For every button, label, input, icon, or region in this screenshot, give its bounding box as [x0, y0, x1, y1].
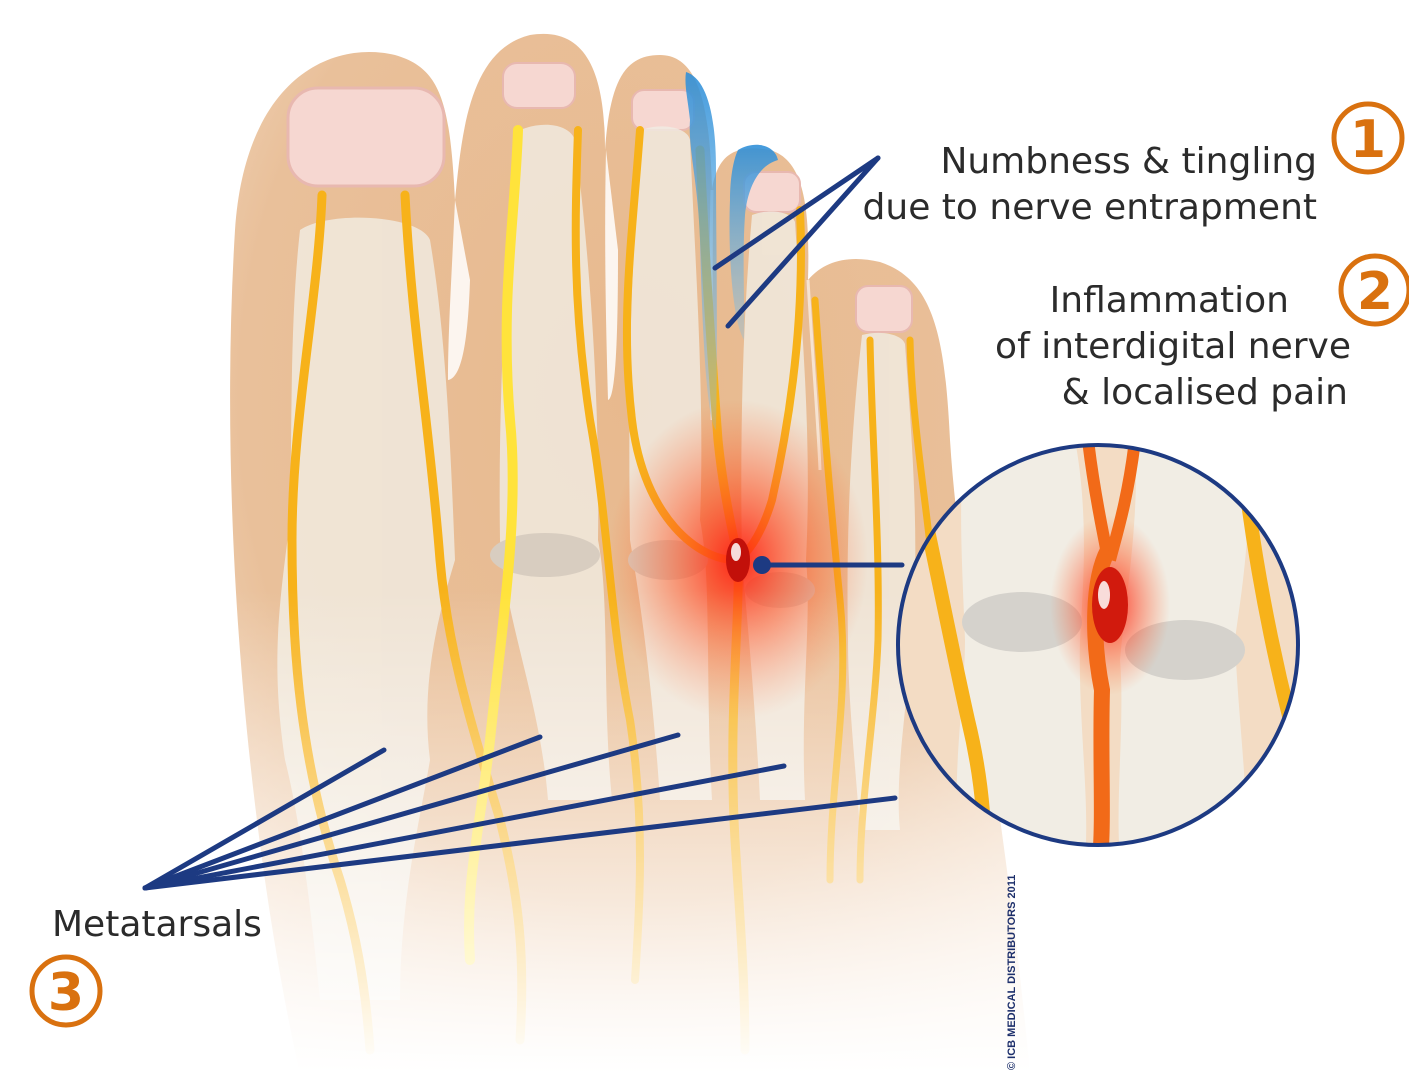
callout-3-text: Metatarsals [52, 902, 262, 948]
callout-1-line-1: Numbness & tingling [863, 139, 1317, 185]
copyright-notice: © ICB MEDICAL DISTRIBUTORS 2011 [1006, 875, 1018, 1070]
badge-3-number: 3 [48, 963, 84, 1023]
callout-2-text: Inflammation of interdigital nerve & loc… [995, 278, 1351, 416]
callout-1-line-2: due to nerve entrapment [863, 185, 1317, 231]
badge-2-number: 2 [1357, 262, 1393, 322]
callout-2-line-3: & localised pain [995, 370, 1348, 416]
badge-1-number: 1 [1350, 110, 1386, 170]
callout-2-line-2: of interdigital nerve [995, 324, 1351, 370]
callout-2-line-1: Inflammation [995, 278, 1289, 324]
number-badge-3: 3 [32, 957, 100, 1025]
callout-1-text: Numbness & tingling due to nerve entrapm… [863, 139, 1317, 231]
number-badge-1: 1 [1334, 104, 1402, 172]
callout-3-line-1: Metatarsals [52, 902, 262, 948]
leader-dot-2 [753, 556, 771, 574]
number-badge-2: 2 [1341, 256, 1409, 324]
